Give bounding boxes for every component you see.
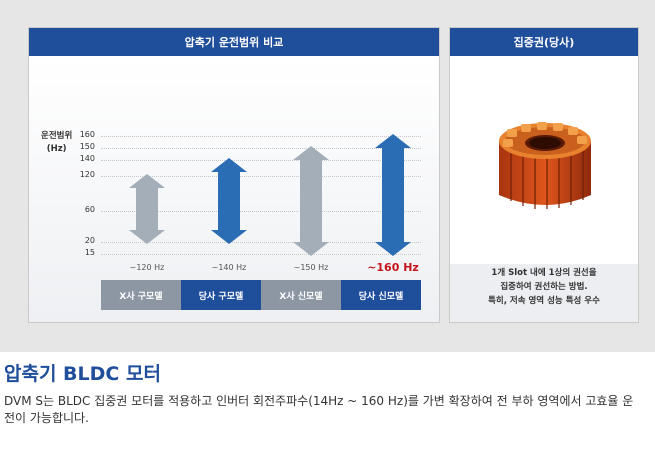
y-tick-label: 160	[79, 130, 95, 139]
y-axis-label: 운전범위 (Hz)	[41, 130, 72, 156]
range-max-label: ~120 Hz	[129, 263, 165, 272]
range-max-label: ~140 Hz	[211, 263, 247, 272]
range-arrow	[211, 158, 247, 244]
concentrated-winding-card: 집중권(당사)	[449, 27, 639, 323]
range-arrows	[129, 134, 411, 256]
y-axis-label-text: 운전범위	[41, 131, 73, 141]
gridline	[101, 148, 421, 149]
operating-range-chart: 운전범위 (Hz) 160 150 140 120 60 20 15 ~120 Hz ~140…	[29, 56, 439, 322]
range-arrow	[129, 174, 165, 244]
gridline	[101, 160, 421, 161]
y-tick-label: 120	[79, 170, 95, 179]
concentrated-winding-header: 집중권(당사)	[450, 28, 638, 56]
gridline	[101, 211, 421, 212]
y-axis-unit: (Hz)	[46, 144, 67, 154]
gridline	[101, 242, 421, 243]
y-tick-label: 140	[79, 154, 95, 163]
gridline	[101, 176, 421, 177]
operating-range-header: 압축기 운전범위 비교	[29, 28, 439, 56]
category-label: 당사 신모델	[341, 280, 421, 310]
gridline	[101, 136, 421, 137]
category-label: X사 신모델	[261, 280, 341, 310]
y-tick-label: 150	[79, 142, 95, 151]
range-max-label: ~150 Hz	[293, 263, 329, 272]
range-arrow	[375, 134, 411, 256]
y-tick-label: 60	[84, 205, 95, 214]
description-line: 특히, 저속 영역 성능 특성 우수	[488, 296, 600, 306]
description-line: 1개 Slot 내에 1상의 권선을	[491, 268, 597, 278]
winding-description: 1개 Slot 내에 1상의 권선을 집중하여 권선하는 방법. 특히, 저속 …	[450, 264, 638, 322]
comparison-figure: 압축기 운전범위 비교 운전범위 (Hz) 160 150 140 120 60 20 15…	[0, 0, 655, 352]
category-label: 당사 구모델	[181, 280, 261, 310]
operating-range-card: 압축기 운전범위 비교 운전범위 (Hz) 160 150 140 120 60 20 15…	[28, 27, 440, 323]
y-tick-label: 15	[84, 248, 95, 257]
category-label: X사 구모델	[101, 280, 181, 310]
y-tick-label: 20	[84, 236, 95, 245]
motor-stator-image	[485, 103, 605, 223]
range-arrow	[293, 146, 329, 256]
range-max-label: ~160 Hz	[367, 261, 419, 274]
section-body: DVM S는 BLDC 집중권 모터를 적용하고 인버터 회전주파수(14Hz …	[4, 394, 634, 425]
gridline	[101, 254, 421, 255]
description-line: 집중하여 권선하는 방법.	[500, 282, 588, 292]
section-title: 압축기 BLDC 모터	[4, 363, 161, 385]
